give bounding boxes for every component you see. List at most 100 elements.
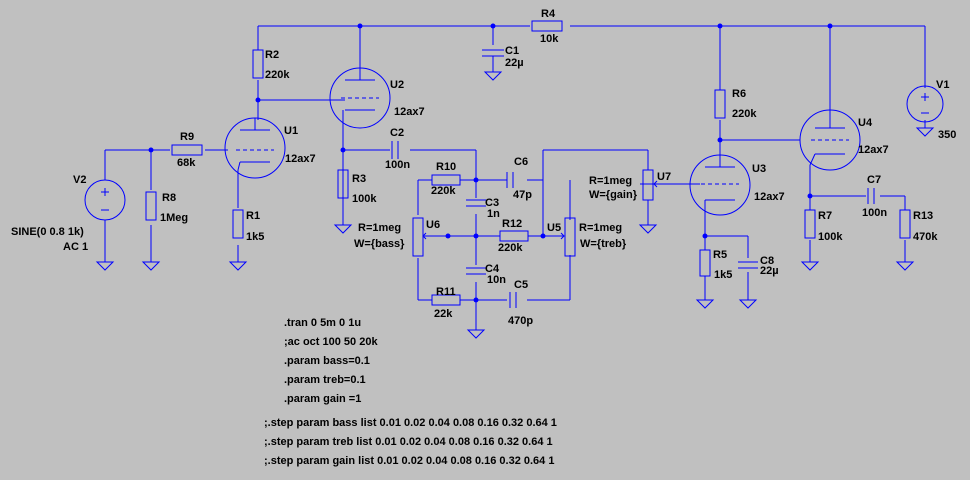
component-labels: R4 10k C1 22µ R2 220k U2 12ax7 U1 12ax7 …	[11, 8, 956, 327]
label-c1: C1	[505, 45, 519, 57]
label-c2: C2	[390, 127, 404, 139]
tube-u4[interactable]	[799, 109, 861, 171]
resistor-r4[interactable]	[531, 20, 563, 32]
label-r5-value: 1k5	[714, 269, 732, 281]
resistor-r6[interactable]	[714, 89, 726, 119]
label-u1-value: 12ax7	[285, 153, 316, 165]
label-r4: R4	[541, 8, 556, 20]
label-c6-value: 47p	[513, 189, 532, 201]
resistor-r5[interactable]	[699, 249, 711, 277]
directive-step-treb: ;.step param treb list 0.01 0.02 0.04 0.…	[264, 436, 553, 448]
label-c7-value: 100n	[862, 207, 887, 219]
resistor-r11[interactable]	[431, 294, 461, 306]
label-c3-value: 1n	[487, 208, 500, 220]
label-r11: R11	[436, 286, 456, 298]
label-u4: U4	[858, 117, 873, 129]
label-r11-value: 22k	[434, 308, 453, 320]
label-c3: C3	[485, 197, 499, 209]
capacitor-c2[interactable]	[391, 141, 399, 159]
label-r6-value: 220k	[732, 108, 757, 120]
label-r1-value: 1k5	[246, 231, 264, 243]
label-v2: V2	[73, 174, 86, 186]
label-c8: C8	[760, 255, 774, 267]
label-r2: R2	[265, 49, 279, 61]
potentiometer-u7[interactable]	[642, 169, 660, 201]
label-v2-ac: AC 1	[63, 241, 88, 253]
tube-u2[interactable]	[329, 67, 391, 129]
label-u7-w: W={gain}	[589, 189, 638, 201]
capacitor-c3[interactable]	[466, 199, 486, 207]
label-r7-value: 100k	[818, 231, 843, 243]
label-r9-value: 68k	[177, 157, 196, 169]
tube-u1[interactable]	[224, 117, 286, 179]
capacitor-c1[interactable]	[482, 49, 504, 72]
label-c5-value: 470p	[508, 315, 533, 327]
label-u3: U3	[752, 163, 766, 175]
label-u4-value: 12ax7	[858, 144, 889, 156]
directive-tran: .tran 0 5m 0 1u	[284, 317, 361, 329]
label-r8-value: 1Meg	[160, 212, 188, 224]
label-c7: C7	[867, 174, 881, 186]
label-c2-value: 100n	[385, 159, 410, 171]
ground-symbols	[96, 71, 934, 339]
resistor-r10[interactable]	[431, 174, 461, 186]
tube-u3[interactable]	[689, 154, 751, 216]
directive-param-treb: .param treb=0.1	[284, 374, 366, 386]
label-u6-r: R=1meg	[358, 222, 401, 234]
label-r13-value: 470k	[913, 231, 938, 243]
resistor-r7[interactable]	[804, 209, 816, 239]
potentiometer-u6[interactable]	[412, 217, 430, 257]
resistor-r2[interactable]	[252, 49, 264, 79]
capacitor-c5[interactable]	[509, 292, 517, 308]
label-r10-value: 220k	[431, 185, 456, 197]
label-r10: R10	[436, 161, 456, 173]
label-r6: R6	[732, 88, 746, 100]
label-r8: R8	[162, 192, 176, 204]
label-c8-value: 22µ	[760, 265, 779, 277]
capacitor-c8[interactable]	[738, 261, 758, 269]
spice-directives: .tran 0 5m 0 1u ;ac oct 100 50 20k .para…	[264, 317, 557, 467]
label-u6-w: W={bass}	[354, 238, 405, 250]
label-u7-r: R=1meg	[589, 175, 632, 187]
label-u5-w: W={treb}	[580, 238, 627, 250]
directive-param-bass: .param bass=0.1	[284, 355, 370, 367]
label-c4-value: 10n	[487, 274, 506, 286]
label-r3: R3	[352, 173, 366, 185]
label-r5: R5	[713, 249, 727, 261]
resistor-r8[interactable]	[145, 191, 157, 221]
directive-step-gain: ;.step param gain list 0.01 0.02 0.04 0.…	[264, 455, 554, 467]
label-u2-value: 12ax7	[394, 106, 425, 118]
label-r2-value: 220k	[265, 69, 290, 81]
label-u7: U7	[657, 171, 671, 183]
resistor-r3[interactable]	[337, 169, 349, 199]
label-v1: V1	[936, 79, 949, 91]
capacitor-c6[interactable]	[506, 172, 514, 188]
label-u5-r: R=1meg	[579, 222, 622, 234]
voltage-source-v2[interactable]	[84, 179, 126, 221]
label-v2-value: SINE(0 0.8 1k)	[11, 226, 84, 238]
label-r12-value: 220k	[498, 242, 523, 254]
label-u6: U6	[426, 219, 440, 231]
label-c4: C4	[485, 263, 500, 275]
label-r7: R7	[818, 210, 832, 222]
wires	[104, 25, 926, 330]
potentiometer-u5[interactable]	[560, 217, 576, 257]
label-r13: R13	[913, 210, 933, 222]
capacitor-c4[interactable]	[466, 267, 486, 275]
resistor-r9[interactable]	[171, 144, 203, 156]
label-c1-value: 22µ	[505, 57, 524, 69]
label-r9: R9	[180, 131, 194, 143]
label-u1: U1	[284, 125, 298, 137]
label-c6: C6	[514, 156, 528, 168]
resistor-r1[interactable]	[232, 209, 244, 239]
label-v1-value: 350	[938, 129, 956, 141]
directive-step-bass: ;.step param bass list 0.01 0.02 0.04 0.…	[264, 417, 557, 429]
label-u2: U2	[390, 79, 404, 91]
resistor-r13[interactable]	[899, 209, 911, 239]
capacitor-c7[interactable]	[867, 188, 875, 204]
voltage-source-v1[interactable]	[906, 85, 944, 123]
resistor-r12[interactable]	[499, 230, 529, 242]
label-r1: R1	[246, 210, 260, 222]
label-u3-value: 12ax7	[754, 191, 785, 203]
